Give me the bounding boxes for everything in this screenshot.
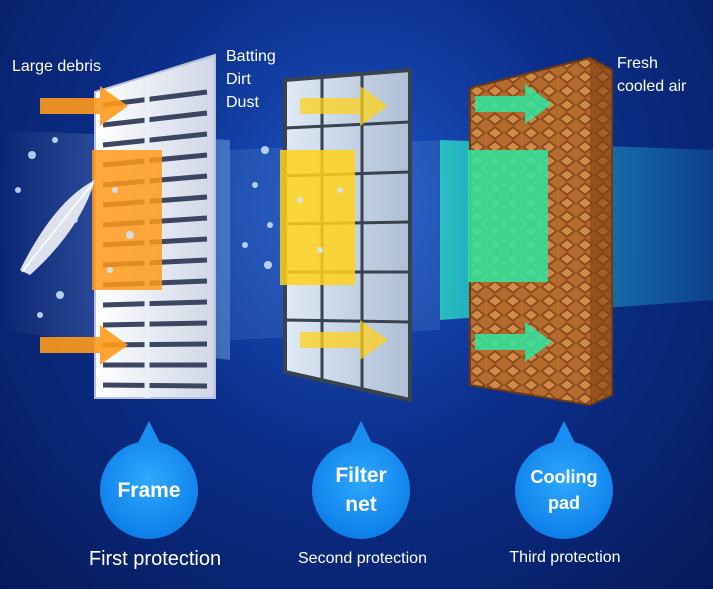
filter-title-line2: net <box>345 493 377 516</box>
third-protection-caption: Third protection <box>509 549 621 566</box>
green-airflow-arrows <box>468 84 552 362</box>
second-protection-caption: Second protection <box>298 550 427 567</box>
large-debris-label: Large debris <box>12 58 101 75</box>
frame-stage-bubble: Frame <box>100 421 198 539</box>
yellow-airflow-arrows <box>280 86 388 360</box>
cooling-title-line1: Cooling <box>530 467 598 487</box>
cooling-pad-stage-bubble: Cooling pad <box>515 421 613 539</box>
frame-title: Frame <box>117 478 181 502</box>
cooling-title-line2: pad <box>547 493 580 513</box>
batting-label: Batting <box>226 48 276 65</box>
filter-net-stage-bubble: Filter net <box>312 421 410 539</box>
orange-airflow-arrows <box>40 86 162 365</box>
cooled-air-label: cooled air <box>617 78 687 95</box>
first-protection-caption: First protection <box>88 548 222 570</box>
dust-label: Dust <box>226 94 259 111</box>
filter-title-line1: Filter <box>335 464 387 487</box>
fresh-label: Fresh <box>617 55 658 72</box>
dust-particles <box>15 137 343 318</box>
dirt-label: Dirt <box>226 71 251 88</box>
feather-debris-icon <box>20 180 95 275</box>
